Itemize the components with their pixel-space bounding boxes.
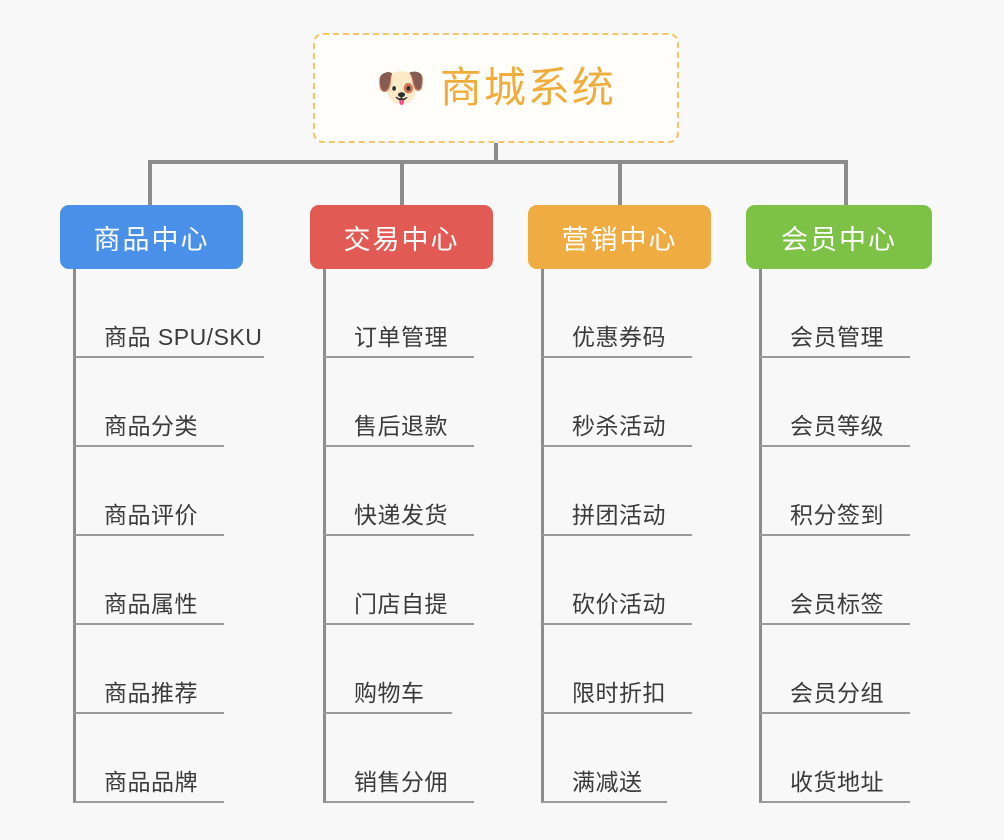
branch-trade-center: 交易中心 订单管理 售后退款 快递发货 门店自提 购物车 销售分佣 bbox=[310, 205, 520, 803]
category-header-label: 交易中心 bbox=[343, 224, 460, 255]
category-header-label: 会员中心 bbox=[781, 224, 897, 255]
leaf-item[interactable]: 售后退款 bbox=[324, 358, 474, 447]
branch-marketing-center: 营销中心 优惠券码 秒杀活动 拼团活动 砍价活动 限时折扣 满减送 bbox=[528, 205, 738, 803]
root-title: 商城系统 bbox=[439, 64, 616, 111]
leaf-item[interactable]: 会员分组 bbox=[760, 625, 910, 714]
leaf-item[interactable]: 门店自提 bbox=[324, 536, 474, 625]
branch-product-center: 商品中心 商品 SPU/SKU 商品分类 商品评价 商品属性 商品推荐 商品品牌 bbox=[60, 205, 288, 803]
leaf-item[interactable]: 收货地址 bbox=[760, 714, 910, 803]
leaf-item[interactable]: 销售分佣 bbox=[324, 714, 474, 803]
category-header-trade-center[interactable]: 交易中心 bbox=[310, 205, 493, 269]
leaf-item[interactable]: 满减送 bbox=[542, 714, 667, 803]
leaf-item[interactable]: 商品属性 bbox=[74, 536, 224, 625]
connector-root-stem bbox=[494, 143, 498, 163]
leaf-item[interactable]: 拼团活动 bbox=[542, 447, 692, 536]
root-node[interactable]: 🐶 商城系统 bbox=[313, 33, 679, 143]
connector-drop-4 bbox=[844, 160, 848, 208]
leaf-item[interactable]: 秒杀活动 bbox=[542, 358, 692, 447]
leaf-item[interactable]: 砍价活动 bbox=[542, 536, 692, 625]
leaf-item[interactable]: 快递发货 bbox=[324, 447, 474, 536]
leaf-list-product-center: 商品 SPU/SKU 商品分类 商品评价 商品属性 商品推荐 商品品牌 bbox=[60, 269, 288, 803]
leaf-item[interactable]: 优惠券码 bbox=[542, 269, 692, 358]
connector-drop-1 bbox=[148, 160, 152, 208]
leaf-list-marketing-center: 优惠券码 秒杀活动 拼团活动 砍价活动 限时折扣 满减送 bbox=[528, 269, 738, 803]
connector-drop-2 bbox=[400, 160, 404, 208]
leaf-item[interactable]: 商品 SPU/SKU bbox=[74, 269, 264, 358]
leaf-item[interactable]: 会员标签 bbox=[760, 536, 910, 625]
leaf-item[interactable]: 购物车 bbox=[324, 625, 452, 714]
dog-face-icon: 🐶 bbox=[376, 65, 426, 111]
leaf-item[interactable]: 商品品牌 bbox=[74, 714, 224, 803]
category-header-product-center[interactable]: 商品中心 bbox=[60, 205, 243, 269]
leaf-spine bbox=[323, 269, 326, 803]
leaf-item[interactable]: 积分签到 bbox=[760, 447, 910, 536]
leaf-item[interactable]: 限时折扣 bbox=[542, 625, 692, 714]
leaf-item[interactable]: 订单管理 bbox=[324, 269, 474, 358]
category-header-label: 商品中心 bbox=[93, 224, 210, 255]
category-header-marketing-center[interactable]: 营销中心 bbox=[528, 205, 711, 269]
leaf-item[interactable]: 商品评价 bbox=[74, 447, 224, 536]
leaf-spine bbox=[759, 269, 762, 803]
leaf-list-trade-center: 订单管理 售后退款 快递发货 门店自提 购物车 销售分佣 bbox=[310, 269, 520, 803]
category-header-label: 营销中心 bbox=[561, 224, 678, 255]
leaf-item[interactable]: 会员等级 bbox=[760, 358, 910, 447]
leaf-item[interactable]: 商品推荐 bbox=[74, 625, 224, 714]
leaf-item[interactable]: 商品分类 bbox=[74, 358, 224, 447]
leaf-list-member-center: 会员管理 会员等级 积分签到 会员标签 会员分组 收货地址 bbox=[746, 269, 956, 803]
leaf-spine bbox=[73, 269, 76, 803]
leaf-spine bbox=[541, 269, 544, 803]
branch-member-center: 会员中心 会员管理 会员等级 积分签到 会员标签 会员分组 收货地址 bbox=[746, 205, 956, 803]
leaf-item[interactable]: 会员管理 bbox=[760, 269, 910, 358]
category-header-member-center[interactable]: 会员中心 bbox=[746, 205, 932, 269]
connector-drop-3 bbox=[618, 160, 622, 208]
connector-horizontal-bus bbox=[148, 160, 848, 164]
